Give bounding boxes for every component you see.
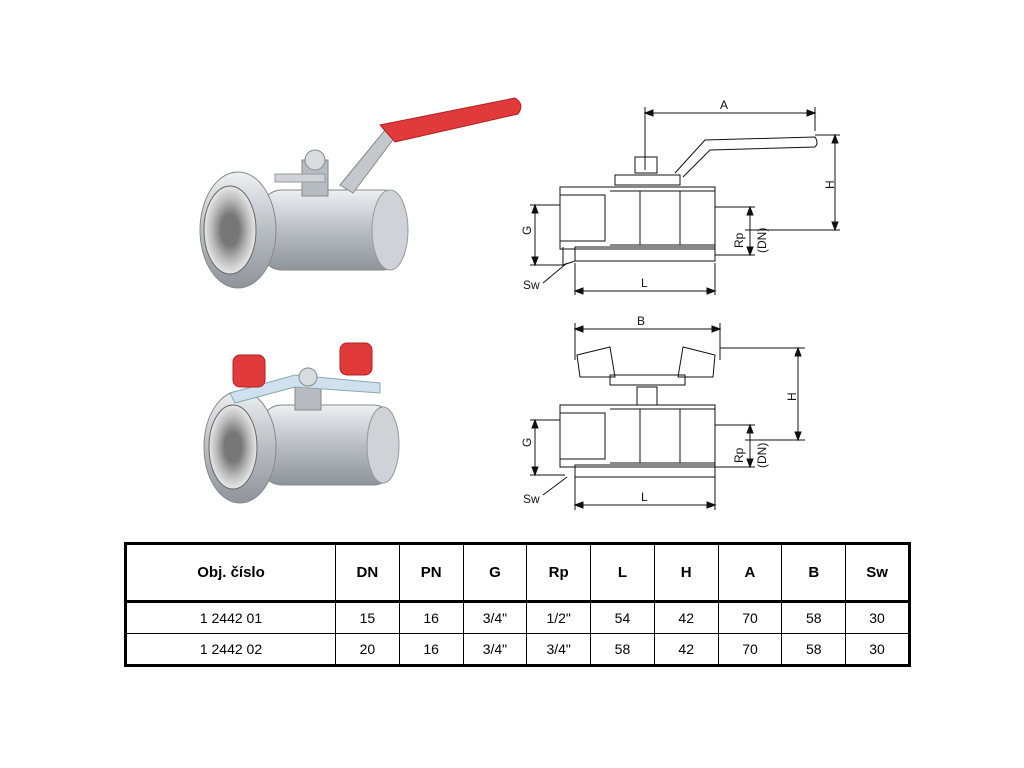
- dim-label-b: B: [637, 315, 645, 328]
- dim-label-sw: Sw: [523, 278, 540, 292]
- col-header-pn: PN: [398, 542, 464, 603]
- table-cell: 30: [845, 601, 911, 634]
- butterfly-valve-drawing: B H Rp (DN) G L Sw: [520, 315, 805, 510]
- col-header-sw: Sw: [845, 542, 911, 603]
- table-cell: 54: [590, 601, 655, 634]
- table-header-row: Obj. číslo DN PN G Rp L H A B Sw: [124, 542, 911, 603]
- col-header-h: H: [653, 542, 719, 603]
- table-row: 1 2442 02 20 16 3/4" 3/4" 58 42 70 58 30: [124, 633, 911, 667]
- dim-label-a: A: [720, 98, 728, 112]
- table-cell: 3/4": [462, 601, 528, 634]
- dim-label-dn: (DN): [755, 228, 769, 253]
- butterfly-ball-valve-image: [203, 342, 400, 504]
- dim-label-h: H: [785, 392, 799, 401]
- col-header-a: A: [717, 542, 783, 603]
- dim-label-dn: (DN): [755, 443, 769, 468]
- dim-label-l: L: [641, 276, 648, 290]
- dim-label-rp: Rp: [732, 447, 746, 463]
- table-cell: 3/4": [462, 633, 528, 667]
- table-cell: 58: [781, 601, 847, 634]
- dim-label-sw: Sw: [523, 492, 540, 506]
- table-row: 1 2442 01 15 16 3/4" 1/2" 54 42 70 58 30: [124, 601, 911, 634]
- dim-label-l: L: [641, 490, 648, 504]
- col-header-obj-cislo: Obj. číslo: [124, 542, 336, 603]
- table-cell: 70: [717, 633, 783, 667]
- table-cell: 1 2442 02: [124, 633, 336, 667]
- table-cell: 1 2442 01: [124, 601, 336, 634]
- dim-label-h: H: [823, 180, 837, 189]
- table-cell: 1/2": [526, 601, 592, 634]
- table-cell: 70: [717, 601, 783, 634]
- table-cell: 30: [845, 633, 911, 667]
- table-cell: 3/4": [526, 633, 592, 667]
- col-header-dn: DN: [335, 542, 400, 603]
- lever-valve-drawing: A H Rp (DN) G L Sw: [520, 98, 840, 295]
- col-header-l: L: [590, 542, 655, 603]
- table-cell: 16: [398, 601, 464, 634]
- table-cell: 58: [781, 633, 847, 667]
- spec-table: Obj. číslo DN PN G Rp L H A B Sw 1 2442 …: [124, 542, 911, 667]
- col-header-b: B: [781, 542, 847, 603]
- table-cell: 16: [398, 633, 464, 667]
- table-cell: 42: [653, 633, 719, 667]
- dim-label-g: G: [520, 438, 534, 447]
- col-header-g: G: [462, 542, 528, 603]
- dim-label-rp: Rp: [732, 232, 746, 248]
- table-cell: 42: [653, 601, 719, 634]
- dim-label-g: G: [520, 226, 534, 235]
- lever-ball-valve-image: [199, 97, 522, 289]
- table-cell: 20: [335, 633, 400, 667]
- col-header-rp: Rp: [526, 542, 592, 603]
- table-cell: 58: [590, 633, 655, 667]
- table-cell: 15: [335, 601, 400, 634]
